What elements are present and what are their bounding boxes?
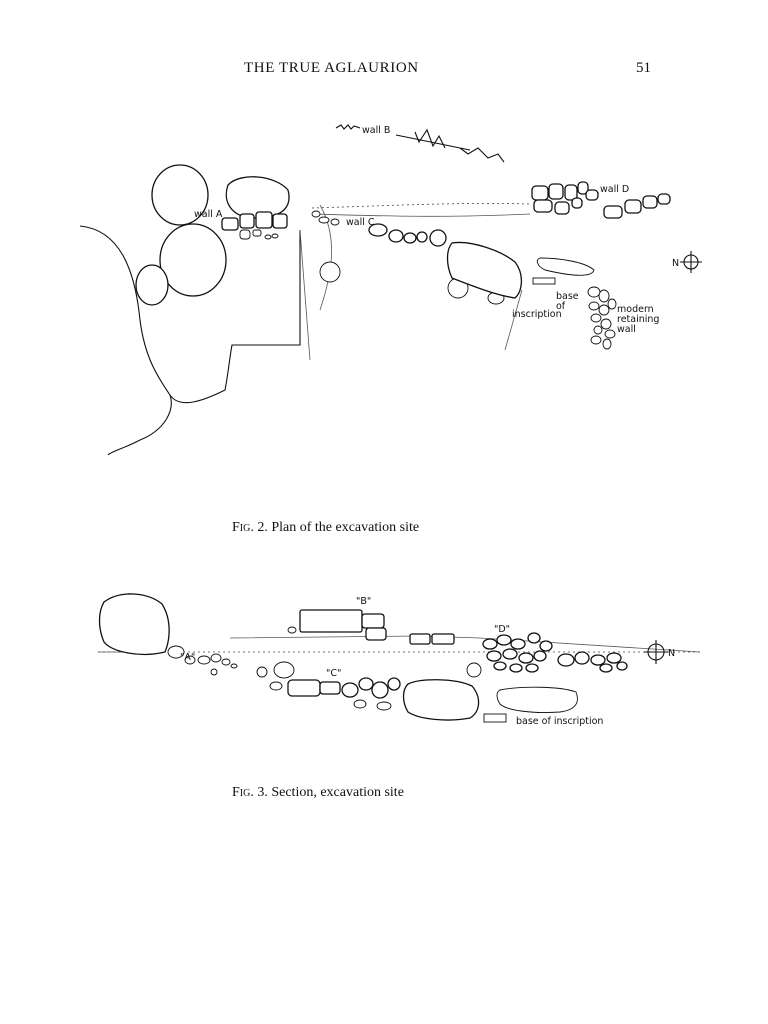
north-label: N — [672, 258, 679, 269]
retaining-label: retaining — [617, 314, 659, 325]
section-a-stones — [167, 645, 238, 676]
wall-d-label: wall D — [600, 184, 629, 195]
large-slab — [446, 241, 523, 299]
base-label: base — [556, 291, 579, 302]
wall-b-outline — [335, 124, 505, 163]
figure-3-section: N "A" "B" "C" "D" base of inscription — [0, 580, 768, 750]
wall-c-stones — [311, 210, 447, 247]
slab — [536, 257, 595, 276]
figure-2-caption: Fig. 2. Plan of the excavation site — [232, 520, 419, 536]
boulder — [319, 261, 341, 283]
wall-d-line — [311, 203, 531, 209]
wall-label: wall — [617, 324, 636, 335]
ground-line — [98, 635, 701, 653]
boulder — [135, 264, 169, 306]
slab — [496, 686, 578, 713]
north-label: N — [668, 648, 675, 659]
bedrock-outline — [79, 225, 301, 456]
boulder — [151, 164, 209, 226]
figure-3-caption-text: 3. Section, excavation site — [257, 785, 404, 800]
label-b: "B" — [356, 596, 371, 607]
figure-2-caption-label: Fig. — [232, 520, 254, 535]
section-c-stones — [256, 661, 401, 711]
inscription-label: inscription — [512, 309, 562, 320]
wall-d-stones — [531, 181, 671, 219]
modern-label: modern — [617, 304, 654, 315]
slab-line — [504, 289, 523, 351]
section-drawing: N "A" "B" "C" "D" base of inscription — [98, 593, 701, 727]
wall-d-line — [311, 213, 531, 217]
figure-2-plan: N wall B wall A wall C wall D base of in… — [0, 110, 768, 470]
section-d-stones — [466, 632, 628, 678]
base-of-inscription-label: base of inscription — [516, 716, 603, 727]
label-c: "C" — [326, 668, 341, 679]
modern-retaining-wall — [587, 286, 617, 350]
boulder — [225, 176, 290, 219]
figure-3-caption: Fig. 3. Section, excavation site — [232, 785, 404, 801]
large-slab — [402, 679, 480, 721]
label-d: "D" — [494, 624, 510, 635]
label-a: "A" — [180, 652, 195, 663]
base-of-inscription-block — [483, 713, 507, 723]
wall-a-stones — [221, 211, 288, 240]
figure-3-caption-label: Fig. — [232, 785, 254, 800]
north-arrow: N — [644, 640, 675, 664]
of-label: of — [556, 301, 566, 312]
running-title: THE TRUE AGLAURION — [244, 60, 419, 76]
bedrock-edge — [299, 229, 311, 361]
page-number: 51 — [636, 60, 651, 76]
boulder — [98, 593, 170, 655]
figure-2-caption-text: 2. Plan of the excavation site — [257, 520, 420, 535]
wall-a-label: wall A — [194, 209, 223, 220]
north-arrow: N — [672, 251, 702, 273]
wall-c-label: wall C — [346, 217, 375, 228]
cliff-line — [319, 204, 332, 311]
plan-drawing: N wall B wall A wall C wall D base of in… — [79, 124, 702, 456]
running-head: THE TRUE AGLAURION 51 — [0, 60, 768, 84]
base-of-inscription-block — [532, 277, 556, 285]
wall-b-label: wall B — [362, 125, 390, 136]
section-b-stones — [287, 609, 455, 645]
boulder — [159, 223, 227, 297]
